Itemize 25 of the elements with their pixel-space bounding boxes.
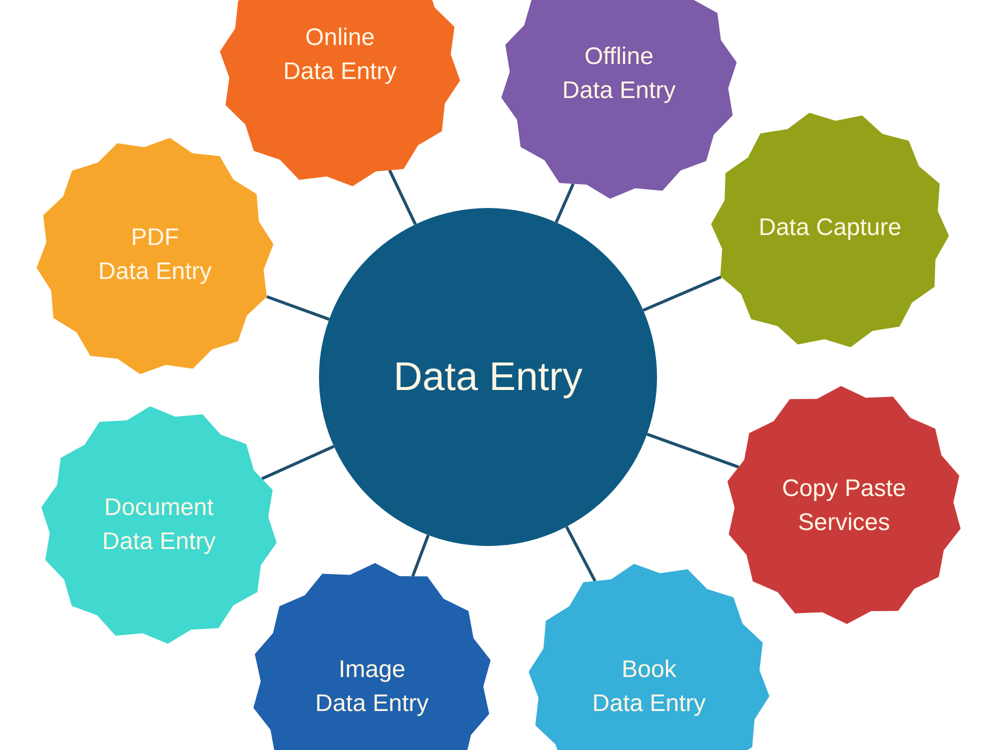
node-label: Data Capture [758,213,902,244]
connector-line [554,183,575,223]
connector-line [261,444,334,480]
starburst-badge [500,0,738,199]
starburst-badge [219,0,461,187]
connector-line [565,526,596,582]
starburst-badge [528,563,770,750]
node-label: Offline Data Entry [562,42,676,106]
starburst-badge [40,406,278,644]
starburst-badge [711,111,949,349]
node-label: PDF Data Entry [98,223,212,287]
connector-line [388,170,417,226]
connector-line [646,432,740,468]
node-label: Document Data Entry [102,493,216,557]
starburst-badge [36,137,274,375]
node-label: Online Data Entry [283,23,397,87]
starburst-badge [725,386,963,624]
node-label: Copy Paste Services [782,474,906,538]
node-label: Data Entry [394,354,582,401]
connector-line [266,295,330,321]
connector-line [642,275,722,312]
node-label: Book Data Entry [592,655,706,719]
node-label: Image Data Entry [315,655,429,719]
starburst-badge [251,563,493,750]
connector-line [411,534,430,577]
